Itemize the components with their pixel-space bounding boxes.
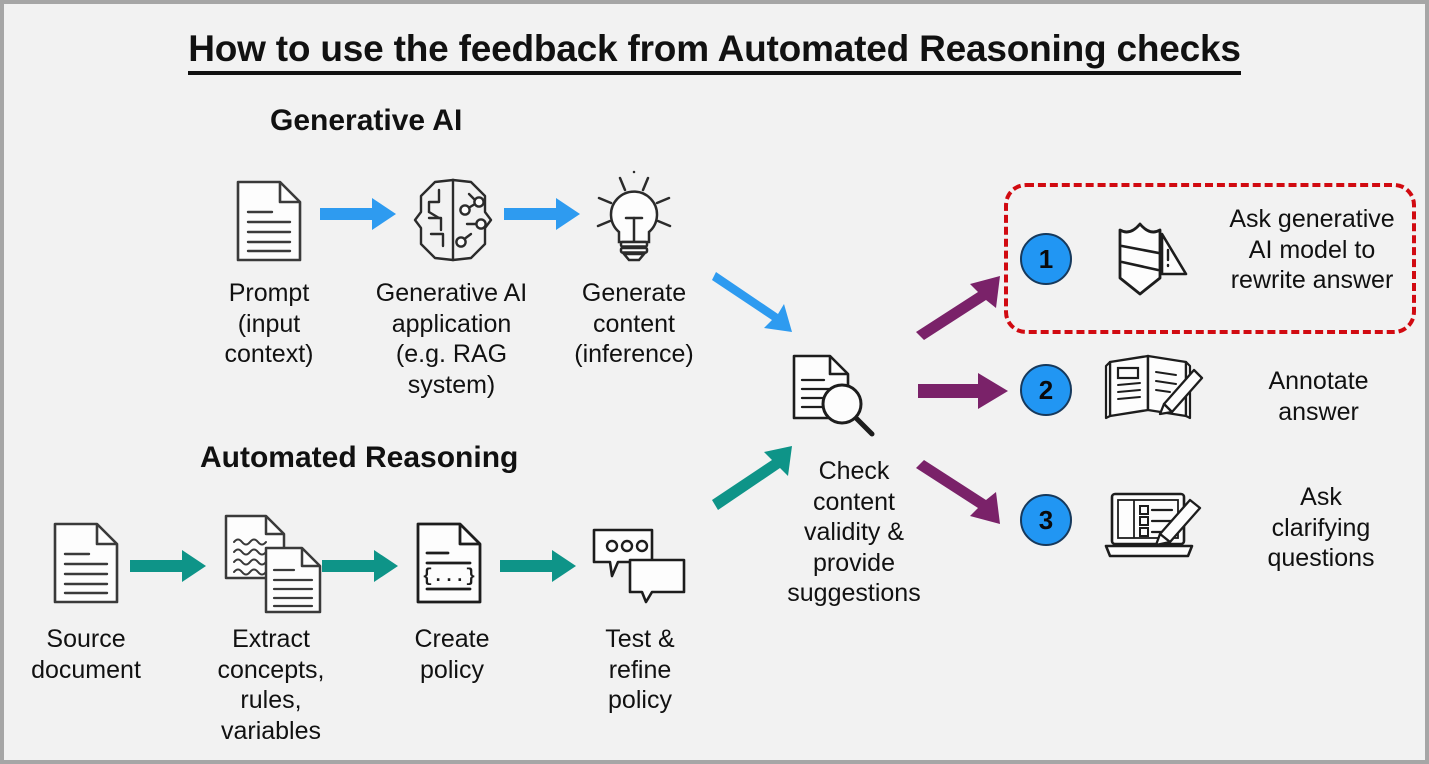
document-magnifier-icon	[790, 352, 886, 444]
outcome-1-highlight-box	[1004, 183, 1416, 334]
lightbulb-icon	[589, 166, 679, 266]
purple-arrow-to-outcome-3	[916, 460, 1012, 535]
document-icon	[53, 522, 119, 604]
outcome-number-badge-3[interactable]: 3	[1020, 494, 1072, 546]
teal-arrow-right-2	[322, 546, 400, 591]
page-title: How to use the feedback from Automated R…	[4, 28, 1425, 75]
blue-arrow-right-2	[504, 194, 582, 239]
purple-arrow-to-outcome-1	[916, 272, 1012, 343]
teal-arrow-diagonal	[712, 436, 808, 519]
purple-arrow-to-outcome-2	[918, 371, 1010, 416]
blue-arrow-right-1	[320, 194, 398, 239]
section-heading-generative-ai: Generative AI	[270, 104, 463, 137]
policy-code-document-icon: {...}	[416, 522, 482, 604]
svg-text:{...}: {...}	[422, 567, 476, 587]
teal-arrow-right-1	[130, 546, 208, 591]
documents-extract-icon	[222, 512, 326, 616]
outcome-number-badge-2[interactable]: 2	[1020, 364, 1072, 416]
chat-bubbles-icon	[590, 526, 688, 606]
section-heading-automated-reasoning: Automated Reasoning	[200, 441, 519, 474]
book-pencil-icon	[1104, 352, 1204, 424]
page-title-text: How to use the feedback from Automated R…	[188, 28, 1241, 75]
blue-arrow-diagonal	[712, 266, 808, 349]
outcome-number-badge-1[interactable]: 1	[1020, 233, 1072, 285]
document-icon	[236, 180, 302, 262]
shield-alert-icon	[1106, 216, 1204, 306]
brain-circuit-icon	[409, 174, 497, 266]
teal-arrow-right-3	[500, 546, 578, 591]
laptop-checklist-pencil-icon	[1104, 488, 1204, 564]
